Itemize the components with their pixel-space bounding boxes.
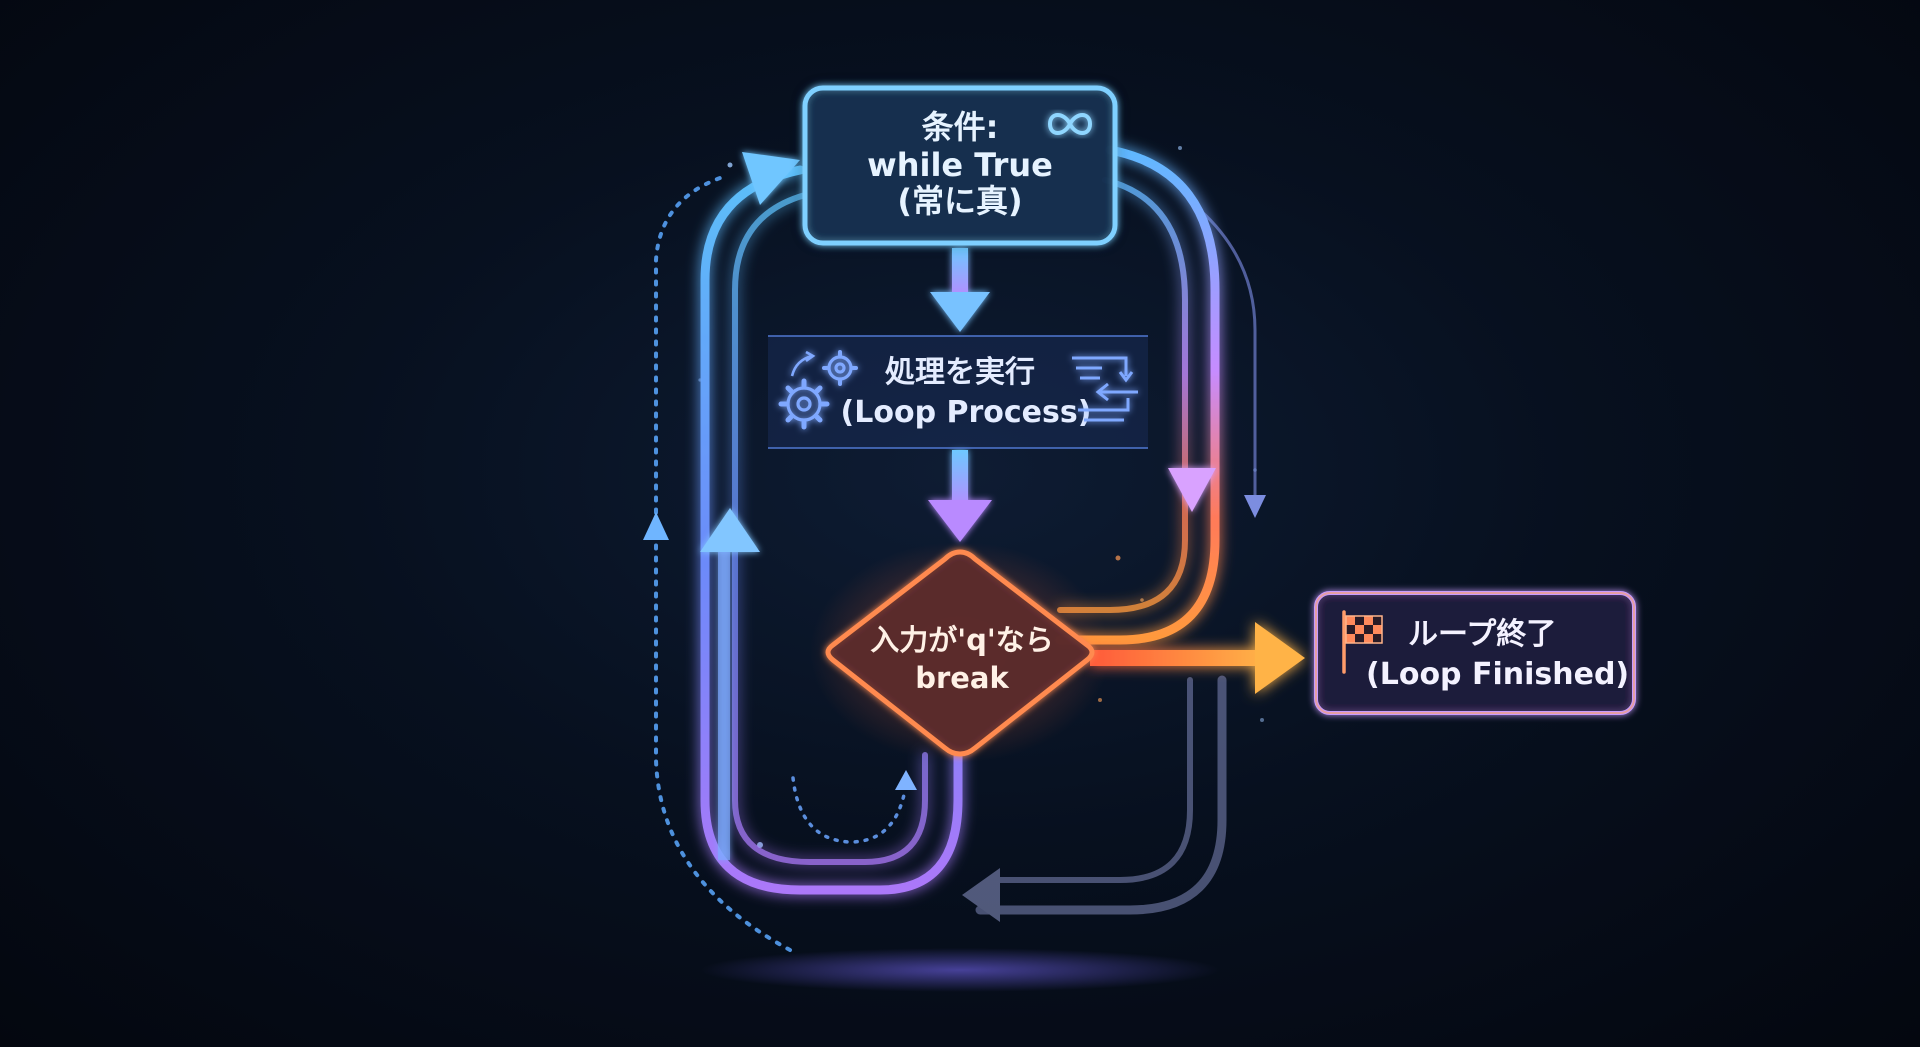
checkered-flag-icon: [1342, 610, 1383, 674]
outer-dotted-arrowhead: [643, 512, 669, 540]
outer-right-thin-arrowhead: [1244, 495, 1266, 518]
end-label-line2: (Loop Finished): [1366, 657, 1629, 692]
right-down-arrowhead: [1168, 468, 1216, 512]
faded-back-track: [962, 675, 1227, 922]
arrow-decision-to-end: [1090, 622, 1305, 694]
refresh-arrows-icon: [1072, 356, 1138, 422]
floor-glow: [700, 948, 1220, 992]
condition-label-line1: 条件:: [922, 108, 999, 146]
arrow-condition-to-process: [930, 248, 990, 332]
outer-right-thin-path: [1198, 208, 1257, 500]
inner-dotted-curve: [791, 776, 907, 844]
return-loop-track: [700, 165, 963, 895]
right-loop-track: [1055, 145, 1220, 645]
condition-label-line3: (常に真): [897, 182, 1022, 220]
infinity-icon: [1047, 113, 1093, 135]
process-node: 処理を実行 (Loop Process): [768, 335, 1148, 449]
arrow-process-to-decision: [928, 450, 992, 542]
gears-icon: [778, 350, 858, 430]
condition-node: 条件: while True (常に真): [802, 85, 1118, 246]
decision-node: 入力が'q'なら break: [825, 549, 1095, 757]
decision-label-line2: break: [915, 661, 1009, 695]
decision-label-line1: 入力が'q'なら: [870, 623, 1054, 657]
condition-label-line2: while True: [867, 146, 1053, 184]
process-label-line2: (Loop Process): [841, 395, 1092, 430]
return-top-arrowhead: [742, 152, 800, 205]
process-label-line1: 処理を実行: [885, 355, 1035, 390]
return-up-arrow: [700, 508, 760, 860]
inner-dotted-arrowhead: [895, 770, 917, 790]
end-label-line1: ループ終了: [1408, 617, 1556, 652]
outer-dotted-return-path: [654, 176, 792, 952]
end-node: ループ終了 (Loop Finished): [1314, 591, 1636, 715]
